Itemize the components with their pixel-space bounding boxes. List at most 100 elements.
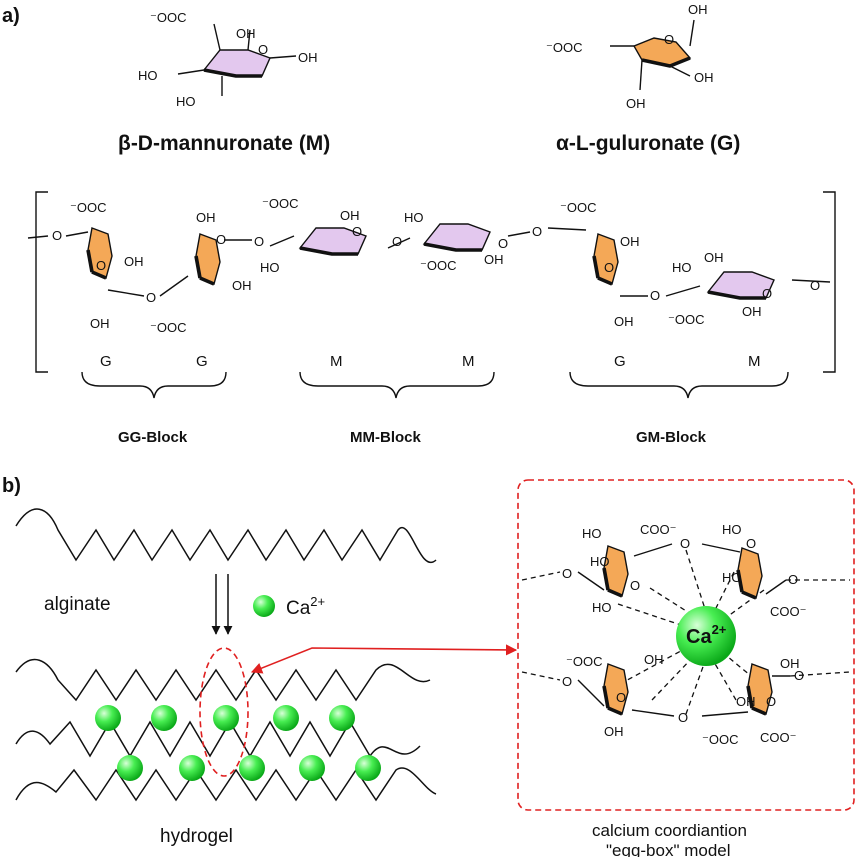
- svg-text:⁻OOC: ⁻OOC: [560, 200, 596, 215]
- svg-text:O: O: [562, 566, 572, 581]
- svg-text:O: O: [498, 236, 508, 251]
- oh-label: OH: [694, 70, 714, 85]
- gm-block-label: GM-Block: [636, 429, 707, 446]
- mm-block-label: MM-Block: [350, 429, 421, 446]
- eggbox-caption-line1: calcium coordiantion: [592, 821, 747, 840]
- unit-label: M: [330, 353, 343, 370]
- coo-label: ⁻OOC: [150, 10, 186, 25]
- hydrogel-calcium-ions: [95, 705, 381, 781]
- svg-text:O: O: [630, 578, 640, 593]
- svg-text:OH: OH: [124, 254, 144, 269]
- guluronate-structure: ⁻OOC OH O OH OH: [546, 2, 714, 111]
- svg-text:O: O: [616, 690, 626, 705]
- calcium-ion-icon: [273, 705, 299, 731]
- svg-text:O: O: [766, 694, 776, 709]
- calcium-ion-icon: [95, 705, 121, 731]
- svg-text:O: O: [788, 572, 798, 587]
- svg-text:O: O: [604, 260, 614, 275]
- panel-a-label: a): [2, 5, 20, 27]
- svg-text:O: O: [146, 290, 156, 305]
- unit-label: M: [748, 353, 761, 370]
- highlight-ellipse: [199, 647, 249, 777]
- eggbox-frame: [517, 479, 855, 811]
- calcium-ion-icon: [355, 755, 381, 781]
- svg-text:O: O: [794, 668, 804, 683]
- svg-text:⁻OOC: ⁻OOC: [702, 732, 738, 747]
- svg-text:HO: HO: [722, 570, 742, 585]
- left-bracket: [35, 191, 48, 373]
- alginate-chain: [27, 191, 836, 373]
- ho-label: HO: [138, 68, 158, 83]
- mannuronate-structure: ⁻OOC HO HO OH O OH: [138, 10, 318, 109]
- calcium-ion-icon: [117, 755, 143, 781]
- svg-text:OH: OH: [644, 652, 664, 667]
- oh-label: OH: [626, 96, 646, 111]
- svg-text:HO: HO: [582, 526, 602, 541]
- calcium-ion-icon: [299, 755, 325, 781]
- svg-text:⁻OOC: ⁻OOC: [420, 258, 456, 273]
- svg-text:O: O: [216, 232, 226, 247]
- eggbox-structure: O HO COO⁻ HO O HO O HO O HO O COO⁻ ⁻OOC …: [521, 522, 851, 747]
- hydrogel-label: hydrogel: [160, 826, 233, 847]
- svg-text:OH: OH: [620, 234, 640, 249]
- svg-text:⁻OOC: ⁻OOC: [668, 312, 704, 327]
- svg-text:HO: HO: [404, 210, 424, 225]
- zoom-arrow: [250, 644, 518, 674]
- svg-text:OH: OH: [704, 250, 724, 265]
- block-braces: [81, 371, 789, 399]
- gg-block-label: GG-Block: [118, 429, 188, 446]
- unit-labels: G G M M G M: [100, 353, 761, 370]
- svg-text:OH: OH: [742, 304, 762, 319]
- oh-label: OH: [236, 26, 256, 41]
- svg-text:⁻OOC: ⁻OOC: [262, 196, 298, 211]
- calcium-ion-icon: [213, 705, 239, 731]
- svg-text:OH: OH: [736, 694, 756, 709]
- svg-text:O: O: [352, 224, 362, 239]
- mannuronate-name: β-D-mannuronate (M): [118, 132, 330, 155]
- central-calcium-label: Ca2+: [686, 622, 727, 648]
- svg-text:HO: HO: [260, 260, 280, 275]
- unit-label: M: [462, 353, 475, 370]
- calcium-ion-icon: [151, 705, 177, 731]
- eggbox-caption-line2: "egg-box" model: [606, 841, 731, 857]
- calcium-ion-icon: [329, 705, 355, 731]
- unit-label: G: [100, 353, 112, 370]
- svg-text:COO⁻: COO⁻: [640, 522, 676, 537]
- calcium-ion-icon: [253, 595, 275, 617]
- panel-b-label: b): [2, 475, 21, 497]
- svg-text:COO⁻: COO⁻: [770, 604, 806, 619]
- svg-text:O: O: [392, 234, 402, 249]
- svg-text:O: O: [254, 234, 264, 249]
- svg-text:OH: OH: [604, 724, 624, 739]
- svg-text:OH: OH: [90, 316, 110, 331]
- svg-text:O: O: [96, 258, 106, 273]
- svg-text:OH: OH: [196, 210, 216, 225]
- chain-atom-labels: O ⁻OOC OH O OH O OH O OH ⁻OOC O ⁻OOC HO …: [52, 196, 820, 335]
- unit-label: G: [196, 353, 208, 370]
- ring-oxygen-label: O: [664, 32, 674, 47]
- oh-label: OH: [298, 50, 318, 65]
- svg-text:⁻OOC: ⁻OOC: [150, 320, 186, 335]
- unit-label: G: [614, 353, 626, 370]
- calcium-ion-icon: [179, 755, 205, 781]
- svg-text:⁻OOC: ⁻OOC: [566, 654, 602, 669]
- svg-text:OH: OH: [780, 656, 800, 671]
- right-bracket: [823, 191, 836, 373]
- guluronate-name: α-L-guluronate (G): [556, 132, 740, 155]
- svg-text:O: O: [680, 536, 690, 551]
- svg-text:OH: OH: [232, 278, 252, 293]
- svg-text:O: O: [532, 224, 542, 239]
- calcium-label: Ca2+: [286, 594, 325, 619]
- coo-label: ⁻OOC: [546, 40, 582, 55]
- alginate-strand: [15, 508, 437, 564]
- svg-text:HO: HO: [590, 554, 610, 569]
- svg-text:O: O: [52, 228, 62, 243]
- svg-text:OH: OH: [614, 314, 634, 329]
- svg-text:HO: HO: [672, 260, 692, 275]
- central-calcium-icon: [676, 606, 736, 666]
- svg-text:⁻OOC: ⁻OOC: [70, 200, 106, 215]
- svg-text:O: O: [562, 674, 572, 689]
- oh-label: OH: [688, 2, 708, 17]
